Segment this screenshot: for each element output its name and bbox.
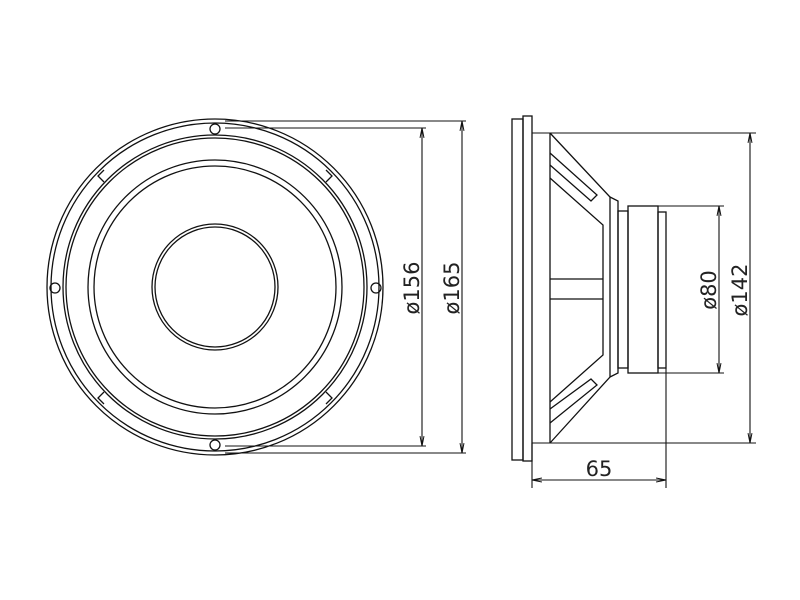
- cone-edge-inner: [93, 165, 337, 409]
- cone-edge-outer: [87, 159, 343, 415]
- side-view: ø80 ø142 65: [511, 115, 756, 488]
- surround-outer: [62, 134, 368, 440]
- dust-cap-inner: [154, 226, 276, 348]
- dust-cap-outer: [151, 223, 279, 351]
- top-plate: [617, 210, 629, 369]
- mounting-hole-icon: [209, 439, 221, 451]
- dimension-label-65: 65: [586, 457, 613, 481]
- surround-inner: [65, 137, 365, 437]
- back-plate: [657, 211, 667, 369]
- rear-flange: [522, 115, 533, 462]
- outer-frame-ring: [46, 118, 384, 456]
- front-flange: [511, 118, 524, 461]
- frame-notches: [97, 169, 333, 405]
- mounting-hole-icon: [209, 123, 221, 135]
- dimension-label-142: ø142: [728, 264, 752, 317]
- dimension-label-165: ø165: [440, 262, 464, 315]
- mounting-hole-icon: [370, 282, 382, 294]
- front-view: ø156 ø165: [46, 118, 466, 456]
- dimension-label-156: ø156: [400, 262, 424, 315]
- outer-frame-inner-ring: [50, 122, 380, 452]
- basket-frame: [549, 132, 619, 444]
- mounting-hole-icon: [49, 282, 61, 294]
- mounting-holes: [49, 123, 382, 451]
- dimension-label-80: ø80: [697, 270, 721, 310]
- magnet: [627, 205, 659, 374]
